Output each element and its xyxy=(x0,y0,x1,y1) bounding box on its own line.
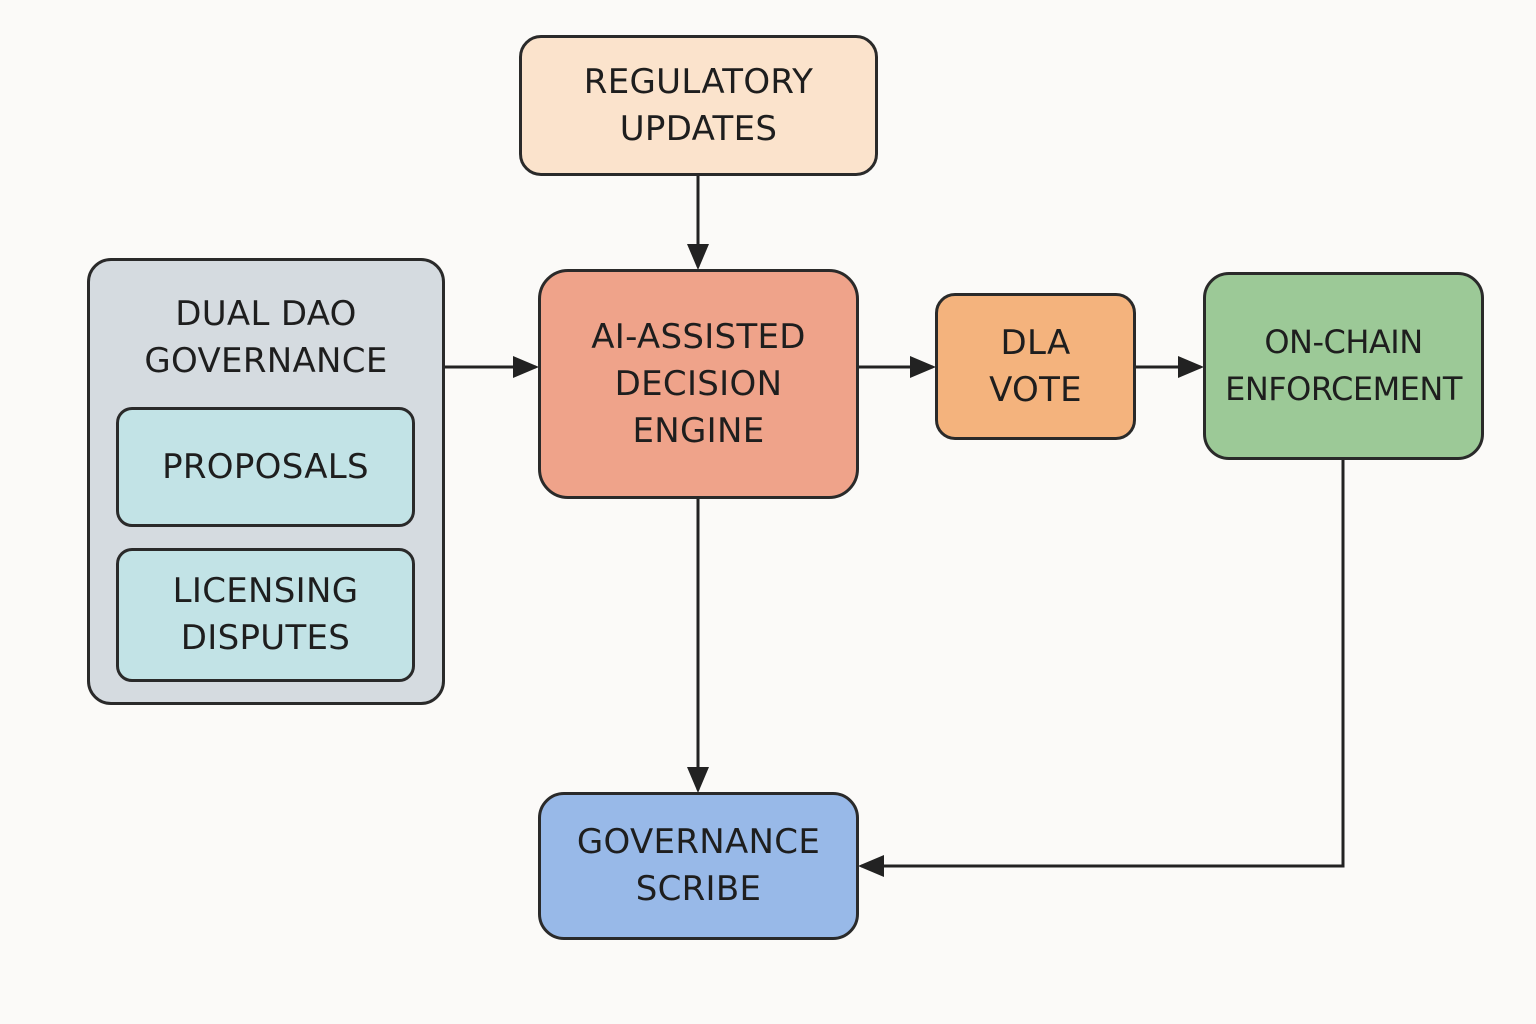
regulatory-updates-box[interactable]: REGULATORY UPDATES xyxy=(519,35,878,176)
label-line: PROPOSALS xyxy=(162,446,369,487)
proposals-box[interactable]: PROPOSALS xyxy=(116,407,415,527)
label-line: LICENSING xyxy=(172,571,359,611)
onchain-enforcement-box[interactable]: ON-CHAIN ENFORCEMENT xyxy=(1203,272,1484,460)
label-line: ENFORCEMENT xyxy=(1225,370,1462,408)
dual-dao-governance-label: DUAL DAO GOVERNANCE xyxy=(144,291,387,385)
arrow-onchain-to-scribe xyxy=(858,460,1345,877)
proposals-label: PROPOSALS xyxy=(162,444,369,491)
label-line: VOTE xyxy=(989,369,1082,410)
licensing-disputes-box[interactable]: LICENSING DISPUTES xyxy=(116,548,415,682)
onchain-enforcement-label: ON-CHAIN ENFORCEMENT xyxy=(1225,319,1462,413)
regulatory-updates-label: REGULATORY UPDATES xyxy=(584,59,813,153)
label-line: DUAL DAO xyxy=(175,294,357,334)
label-line: SCRIBE xyxy=(635,869,762,909)
label-line: GOVERNANCE xyxy=(576,822,821,862)
licensing-disputes-label: LICENSING DISPUTES xyxy=(173,568,359,662)
label-line: DLA xyxy=(1000,322,1071,363)
label-line: ENGINE xyxy=(632,410,765,451)
label-line: AI-ASSISTED xyxy=(591,316,806,357)
governance-scribe-label: GOVERNANCE SCRIBE xyxy=(577,819,820,913)
label-line: UPDATES xyxy=(619,108,778,149)
label-line: DECISION xyxy=(614,363,783,404)
dla-vote-label: DLA VOTE xyxy=(989,320,1082,414)
label-line: DISPUTES xyxy=(180,618,351,658)
decision-engine-label: AI-ASSISTED DECISION ENGINE xyxy=(591,314,806,455)
governance-scribe-box[interactable]: GOVERNANCE SCRIBE xyxy=(538,792,859,940)
label-line: REGULATORY xyxy=(583,61,814,102)
label-line: ON-CHAIN xyxy=(1264,323,1423,361)
dla-vote-box[interactable]: DLA VOTE xyxy=(935,293,1136,440)
label-line: GOVERNANCE xyxy=(144,341,388,381)
decision-engine-box[interactable]: AI-ASSISTED DECISION ENGINE xyxy=(538,269,859,499)
